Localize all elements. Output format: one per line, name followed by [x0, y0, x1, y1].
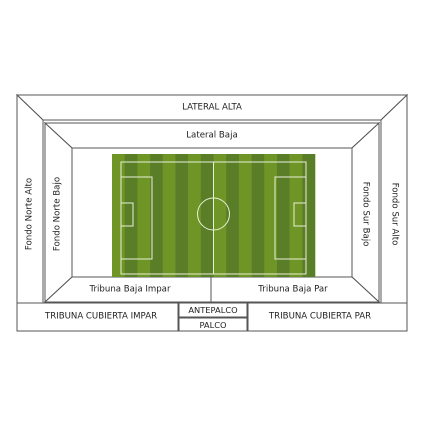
label-fondo-norte-bajo: Fondo Norte Bajo: [52, 176, 63, 252]
inner-ring: [43, 121, 381, 304]
label-palco: PALCO: [199, 319, 227, 330]
pitch-stripe: [137, 154, 151, 277]
goal-area-right: [293, 202, 307, 227]
pitch-stripe: [226, 154, 240, 277]
pitch-stripe: [150, 154, 164, 277]
section-tribuna-cubierta-par[interactable]: [247, 302, 408, 332]
pitch-stripe: [289, 154, 303, 277]
center-circle: [197, 197, 230, 231]
section-palco[interactable]: [178, 317, 248, 332]
pitch-stripe: [238, 154, 252, 277]
pitch-stripe: [188, 154, 202, 277]
label-fondo-sur-alto: Fondo Sur Alto: [389, 182, 400, 246]
pitch-stripe: [213, 154, 227, 277]
pitch-stripe: [124, 154, 138, 277]
label-tribuna-baja-par: Tribuna Baja Par: [258, 284, 328, 295]
pitch-stripe: [251, 154, 265, 277]
label-lateral-baja: Lateral Baja: [186, 130, 238, 141]
pitch-stripes: [112, 154, 316, 277]
outer-ring: [15, 93, 409, 332]
pitch-stripe: [200, 154, 214, 277]
pitch-stripe: [276, 154, 290, 277]
pitch-lines: [120, 161, 307, 275]
label-fondo-sur-bajo: Fondo Sur Bajo: [360, 181, 371, 247]
section-tribuna-cubierta-impar[interactable]: [16, 302, 179, 332]
pitch-stripe: [175, 154, 189, 277]
pitch-stripe: [264, 154, 278, 277]
pitch-stripe: [112, 154, 125, 277]
label-tribuna-baja-impar: Tribuna Baja Impar: [89, 284, 171, 295]
goal-area-left: [120, 202, 134, 227]
label-antepalco: ANTEPALCO: [188, 304, 238, 315]
pitch: [112, 154, 316, 277]
pitch-stripe: [162, 154, 176, 277]
section-antepalco[interactable]: [178, 302, 248, 318]
label-tribuna-cubierta-par: TRIBUNA CUBIERTA PAR: [268, 311, 372, 322]
label-tribuna-cubierta-impar: TRIBUNA CUBIERTA IMPAR: [44, 311, 158, 322]
label-fondo-norte-alto: Fondo Norte Alto: [24, 177, 35, 251]
label-lateral-alta: LATERAL ALTA: [182, 102, 242, 113]
